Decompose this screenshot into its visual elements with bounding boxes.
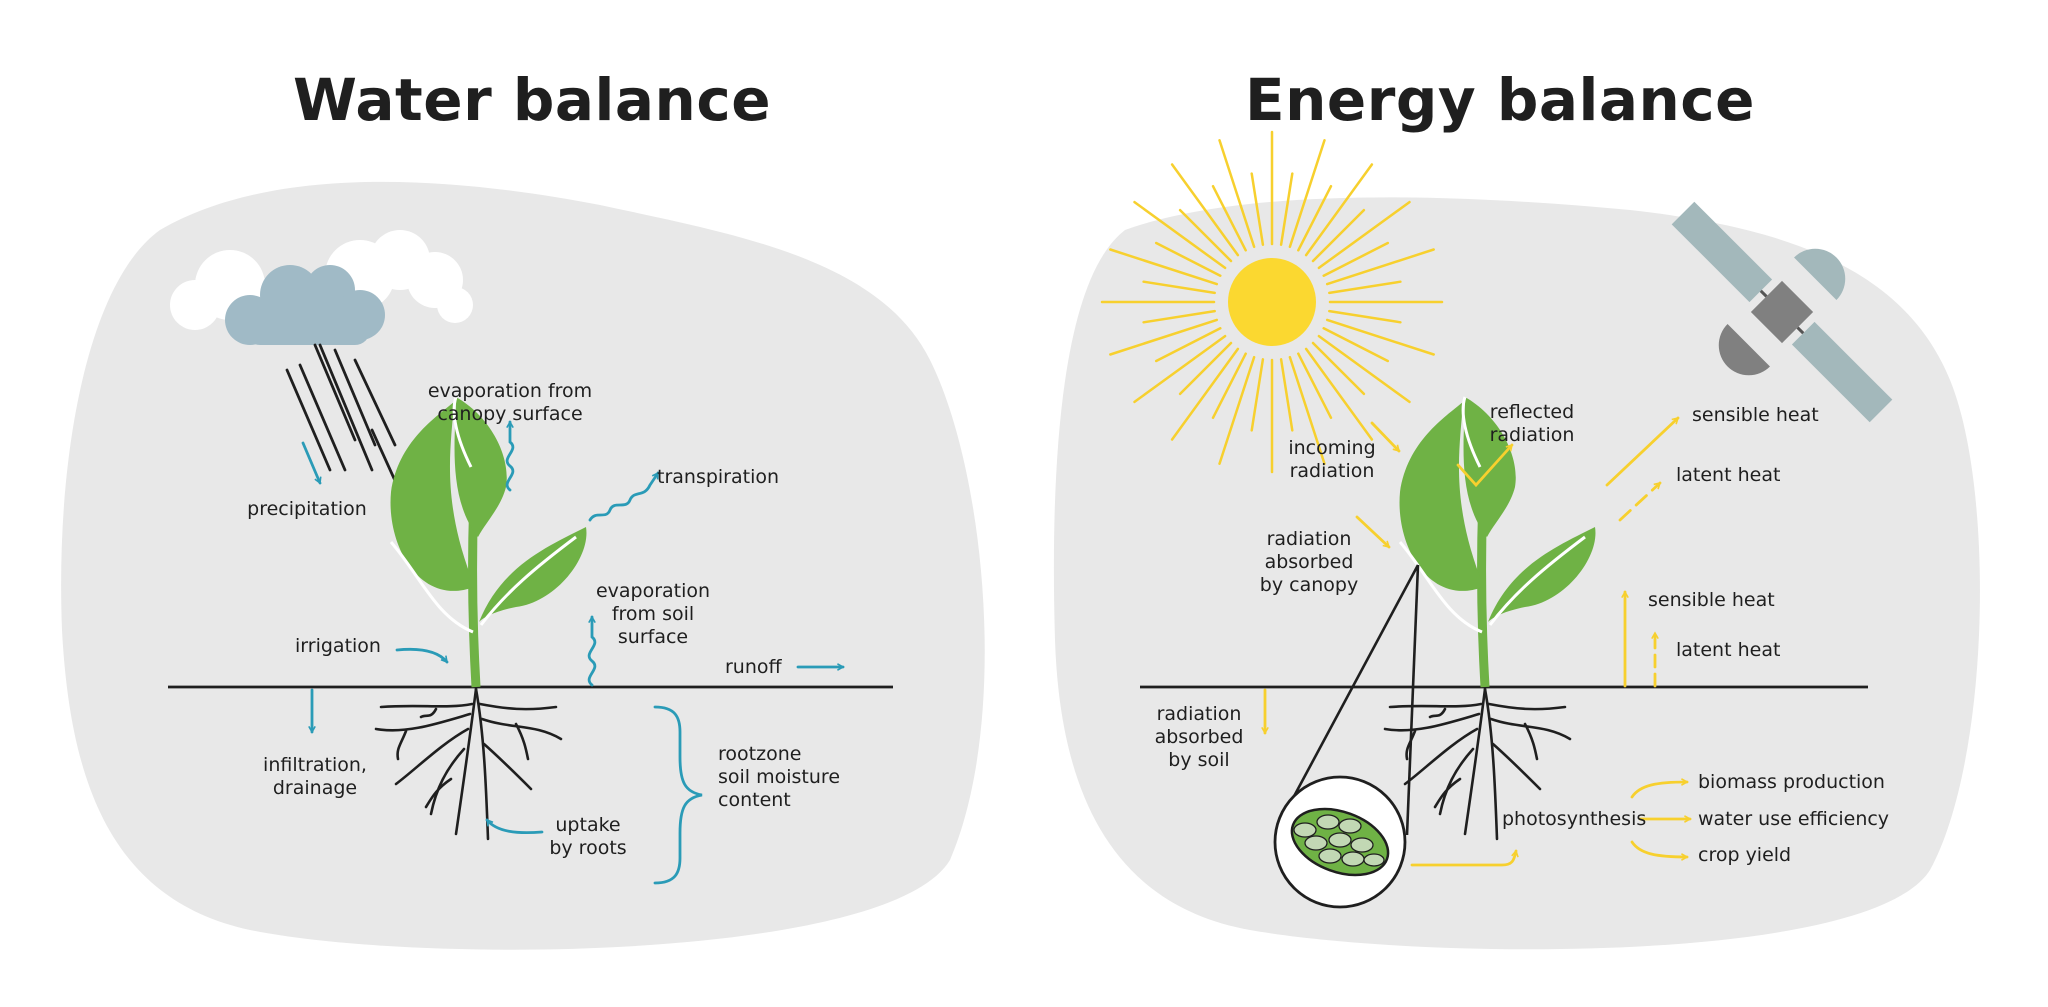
energy-balance-panel: Energy balance (1053, 66, 1980, 950)
sun-ray (1170, 163, 1240, 257)
sun-ray (1325, 318, 1435, 356)
sun-ray (1328, 280, 1402, 295)
sun-ray (1142, 280, 1216, 295)
sun-ray (1250, 172, 1265, 246)
photosynthesis-arrow (1410, 851, 1516, 867)
yield-label: crop yield (1698, 844, 1791, 866)
sun-ray (1279, 172, 1294, 246)
transpiration-label: transpiration (657, 466, 779, 488)
sun-ray (1304, 347, 1374, 441)
energy-title: Energy balance (1245, 66, 1755, 134)
sun-icon (1100, 130, 1444, 474)
absorbed-canopy-arrow (1355, 515, 1391, 549)
sensible-top-arrow (1605, 416, 1680, 487)
sun-ray (1297, 184, 1333, 252)
sun-ray (1317, 200, 1411, 270)
infiltration-label: infiltration,drainage (263, 754, 367, 799)
sun-ray (1311, 341, 1366, 396)
rootzone-brace (653, 705, 703, 885)
reflected-arrow (1456, 443, 1514, 488)
sun-ray (1288, 139, 1326, 249)
latent-low-label: latent heat (1676, 639, 1780, 661)
sun-ray (1170, 347, 1240, 441)
incoming-arrow (1370, 421, 1401, 453)
biomass-arrow (1630, 782, 1687, 799)
water-title: Water balance (293, 66, 771, 134)
magnifier-lines (1290, 564, 1420, 836)
precipitation-arrow (301, 441, 320, 483)
sun-ray (1218, 355, 1256, 465)
irrigation-arrow (395, 647, 449, 664)
energy-background-blob (1053, 197, 1980, 950)
latent-top-label: latent heat (1676, 464, 1780, 486)
sun-ray (1311, 208, 1366, 263)
rain-icon (285, 343, 399, 487)
sun-ray (1322, 327, 1390, 363)
sun-ray (1109, 248, 1219, 286)
energy-arrows (1265, 416, 1690, 867)
water-balance-panel: Water balance (61, 66, 985, 950)
biomass-label: biomass production (1698, 771, 1885, 793)
sun-ray (1178, 341, 1233, 396)
sensible-low-label: sensible heat (1648, 589, 1775, 611)
sun-ray (1142, 309, 1216, 324)
sun-ray (1322, 241, 1390, 277)
latent-top-arrow (1618, 481, 1662, 522)
uptake-arrow (485, 818, 544, 835)
photosynthesis-label: photosynthesis (1502, 808, 1646, 830)
sun-ray (1154, 327, 1222, 363)
precipitation-label: precipitation (247, 498, 367, 520)
irrigation-label: irrigation (295, 635, 381, 657)
water-arrows (301, 422, 843, 885)
transpiration-arrow (588, 471, 660, 522)
sun-ray (1211, 352, 1247, 420)
sun-ray (1109, 318, 1219, 356)
sun-ray (1178, 208, 1233, 263)
sun-ray (1328, 309, 1402, 324)
sun-ray (1133, 334, 1227, 404)
sun-ray (1133, 200, 1227, 270)
sun-ray (1279, 358, 1294, 432)
sun-ray (1211, 184, 1247, 252)
evap-canopy-arrow (505, 422, 515, 492)
sun-ray (1250, 358, 1265, 432)
yield-arrow (1630, 840, 1687, 857)
sun-ray (1304, 163, 1374, 257)
sun-ray (1325, 248, 1435, 286)
sun-ray (1297, 352, 1333, 420)
sensible-top-label: sensible heat (1692, 404, 1819, 426)
wue-label: water use efficiency (1698, 808, 1889, 830)
sun-ray (1218, 139, 1256, 249)
chloroplast-icon (1273, 775, 1407, 909)
sun-ray (1288, 355, 1326, 465)
sun-ray (1154, 241, 1222, 277)
evap-soil-arrow (587, 617, 597, 687)
cloud-icon (170, 230, 473, 345)
sun-ray (1317, 334, 1411, 404)
runoff-label: runoff (725, 656, 783, 678)
